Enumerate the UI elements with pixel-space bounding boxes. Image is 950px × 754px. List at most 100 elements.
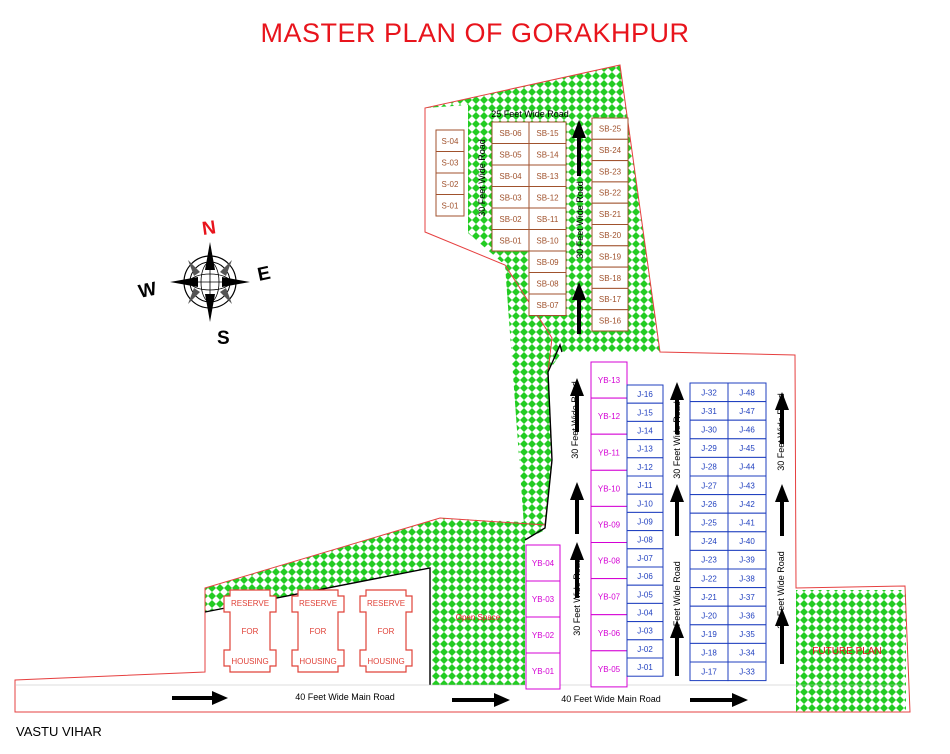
plot-j-25[interactable]: J-25 [689,512,729,533]
plot-yb-13[interactable]: YB-13 [590,361,628,399]
plot-yb-04[interactable]: YB-04 [525,544,561,582]
plot-j-22[interactable]: J-22 [689,568,729,589]
plot-sb-25[interactable]: SB-25 [591,117,629,140]
plot-j-20[interactable]: J-20 [689,605,729,626]
plot-j-24[interactable]: J-24 [689,531,729,551]
plot-j-35[interactable]: J-35 [727,624,767,644]
plot-j-03[interactable]: J-03 [626,621,664,641]
plot-j-30[interactable]: J-30 [689,419,729,440]
plot-j-13[interactable]: J-13 [626,439,664,459]
plot-s-03[interactable]: S-03 [435,151,465,174]
plot-j-31[interactable]: J-31 [689,401,729,421]
plot-sb-21[interactable]: SB-21 [591,202,629,225]
arrow-up [670,620,684,676]
plot-yb-07[interactable]: YB-07 [590,578,628,616]
plot-j-42[interactable]: J-42 [727,494,767,514]
plot-label: YB-07 [598,593,621,602]
plot-s-04[interactable]: S-04 [435,129,465,152]
green-west-strip [205,518,525,612]
plot-sb-15[interactable]: SB-15 [528,121,567,144]
plot-sb-09[interactable]: SB-09 [528,250,567,273]
plot-j-17[interactable]: J-17 [689,661,729,682]
plot-j-39[interactable]: J-39 [727,549,767,570]
plot-j-09[interactable]: J-09 [626,511,664,532]
plot-j-47[interactable]: J-47 [727,401,767,421]
plot-sb-08[interactable]: SB-08 [528,272,567,295]
plot-sb-04[interactable]: SB-04 [491,164,530,187]
plot-label: J-36 [739,612,755,621]
plot-j-26[interactable]: J-26 [689,494,729,514]
plot-sb-07[interactable]: SB-07 [528,293,567,316]
plot-j-11[interactable]: J-11 [626,475,664,495]
plot-yb-12[interactable]: YB-12 [590,397,628,435]
plot-sb-17[interactable]: SB-17 [591,287,629,311]
plot-j-33[interactable]: J-33 [727,661,767,682]
plot-yb-03[interactable]: YB-03 [525,580,561,618]
plot-yb-06[interactable]: YB-06 [590,614,628,652]
plot-j-12[interactable]: J-12 [626,457,664,477]
plot-sb-05[interactable]: SB-05 [491,143,530,166]
plot-yb-02[interactable]: YB-02 [525,616,561,654]
plot-yb-05[interactable]: YB-05 [590,650,628,688]
plot-j-06[interactable]: J-06 [626,566,664,586]
plot-j-37[interactable]: J-37 [727,587,767,607]
plot-j-21[interactable]: J-21 [689,587,729,607]
plot-s-02[interactable]: S-02 [435,172,465,195]
plot-j-48[interactable]: J-48 [727,382,767,403]
plot-j-07[interactable]: J-07 [626,548,664,568]
plot-j-44[interactable]: J-44 [727,456,767,477]
plot-label: J-20 [701,612,717,621]
plot-yb-01[interactable]: YB-01 [525,652,561,690]
plot-j-10[interactable]: J-10 [626,493,664,513]
plot-j-28[interactable]: J-28 [689,456,729,477]
plot-s-01[interactable]: S-01 [435,194,465,217]
plot-j-29[interactable]: J-29 [689,438,729,458]
plot-sb-23[interactable]: SB-23 [591,160,629,183]
plot-sb-06[interactable]: SB-06 [491,121,530,144]
plot-sb-02[interactable]: SB-02 [491,207,530,230]
plot-j-15[interactable]: J-15 [626,402,664,422]
plot-j-32[interactable]: J-32 [689,382,729,403]
plot-sb-16[interactable]: SB-16 [591,309,629,332]
plot-j-04[interactable]: J-04 [626,602,664,623]
plot-sb-01[interactable]: SB-01 [491,229,530,252]
plot-sb-24[interactable]: SB-24 [591,138,629,162]
plot-sb-19[interactable]: SB-19 [591,245,629,268]
plot-sb-22[interactable]: SB-22 [591,181,629,204]
plot-sb-10[interactable]: SB-10 [528,229,567,252]
plot-j-01[interactable]: J-01 [626,657,664,677]
plot-j-27[interactable]: J-27 [689,475,729,496]
plot-j-18[interactable]: J-18 [689,642,729,663]
plot-yb-11[interactable]: YB-11 [590,433,628,471]
plot-j-38[interactable]: J-38 [727,568,767,589]
plot-j-16[interactable]: J-16 [626,384,664,404]
plot-yb-09[interactable]: YB-09 [590,505,628,543]
plot-sb-13[interactable]: SB-13 [528,164,567,187]
plot-sb-12[interactable]: SB-12 [528,186,567,209]
plot-j-19[interactable]: J-19 [689,624,729,644]
plot-label: J-09 [637,518,653,527]
plot-j-46[interactable]: J-46 [727,419,767,440]
plot-j-36[interactable]: J-36 [727,605,767,626]
plot-j-08[interactable]: J-08 [626,530,664,550]
plot-j-14[interactable]: J-14 [626,420,664,441]
plot-j-23[interactable]: J-23 [689,549,729,570]
plot-sb-03[interactable]: SB-03 [491,186,530,209]
plot-sb-20[interactable]: SB-20 [591,224,629,247]
plot-j-41[interactable]: J-41 [727,512,767,533]
plot-j-02[interactable]: J-02 [626,639,664,659]
plot-label: J-24 [701,537,717,546]
plot-yb-08[interactable]: YB-08 [590,542,628,580]
plot-j-40[interactable]: J-40 [727,531,767,551]
plot-sb-14[interactable]: SB-14 [528,143,567,166]
plot-j-45[interactable]: J-45 [727,438,767,458]
plot-j-34[interactable]: J-34 [727,642,767,663]
plot-yb-10[interactable]: YB-10 [590,469,628,507]
plot-sb-11[interactable]: SB-11 [528,207,567,230]
plot-j-05[interactable]: J-05 [626,584,664,604]
plot-sb-18[interactable]: SB-18 [591,266,629,289]
plot-j-43[interactable]: J-43 [727,475,767,496]
